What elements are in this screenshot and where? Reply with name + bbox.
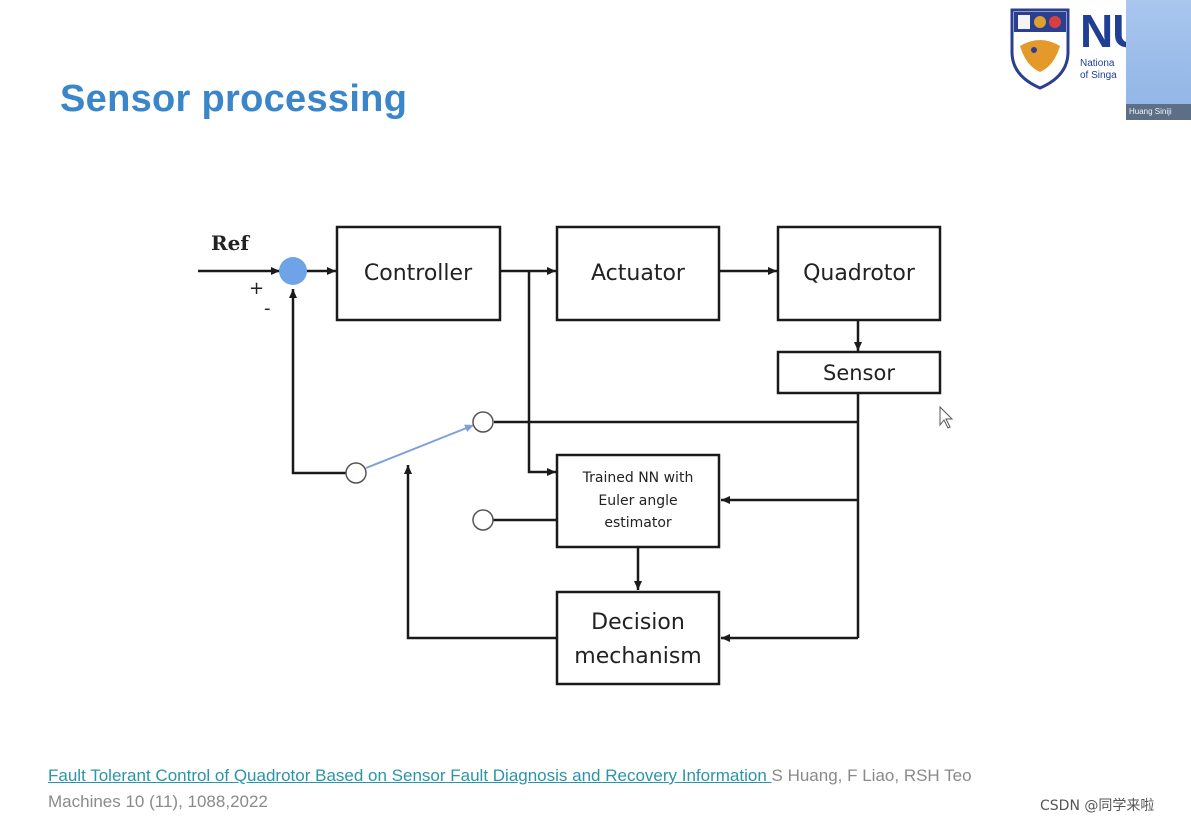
summing-junction [279,257,307,285]
citation-authors: S Huang, F Liao, RSH Teo [771,766,972,785]
signal-lines [198,267,862,642]
switch-pivot-node [345,462,367,484]
quadrotor-label: Quadrotor [803,261,916,286]
minus-sign: - [264,298,271,319]
nn-label-line2: Euler angle [598,493,677,509]
slide-title: Sensor processing [60,78,408,120]
decision-mechanism-block [555,590,721,686]
ref-label: Ref [211,231,250,255]
controller-block [335,225,502,322]
sensor-label: Sensor [823,361,895,385]
sensor-block [776,350,942,395]
logo-subtitle-line1: Nationa [1080,58,1115,69]
paper-link[interactable]: Fault Tolerant Control of Quadrotor Base… [48,766,772,785]
participant-video-thumbnail[interactable]: Huang Siniji [1126,0,1191,120]
controller-label: Controller [364,261,473,286]
logo-subtitle-line2: of Singa [1080,70,1117,81]
decision-label-line2: mechanism [574,644,701,669]
watermark: CSDN @同学来啦 [1040,798,1155,814]
nn-label-line1: Trained NN with [582,470,694,486]
nn-label-line3: estimator [604,515,672,531]
plus-sign: + [249,278,264,299]
actuator-block [555,225,721,322]
mouse-cursor-icon [939,405,954,429]
nn-estimator-block [555,453,721,549]
actuator-label: Actuator [591,261,686,286]
citation-line1: Fault Tolerant Control of Quadrotor Base… [48,766,972,786]
decision-label-line1: Decision [591,610,685,635]
participant-name-label: Huang Siniji [1126,104,1191,120]
switch-contact-nn-node [472,509,494,531]
crest-icon [1010,8,1070,90]
switch-arm [365,424,475,469]
switch-contact-sensor-node [472,411,494,433]
citation-line2: Machines 10 (11), 1088,2022 [48,792,268,811]
quadrotor-block [776,225,942,322]
